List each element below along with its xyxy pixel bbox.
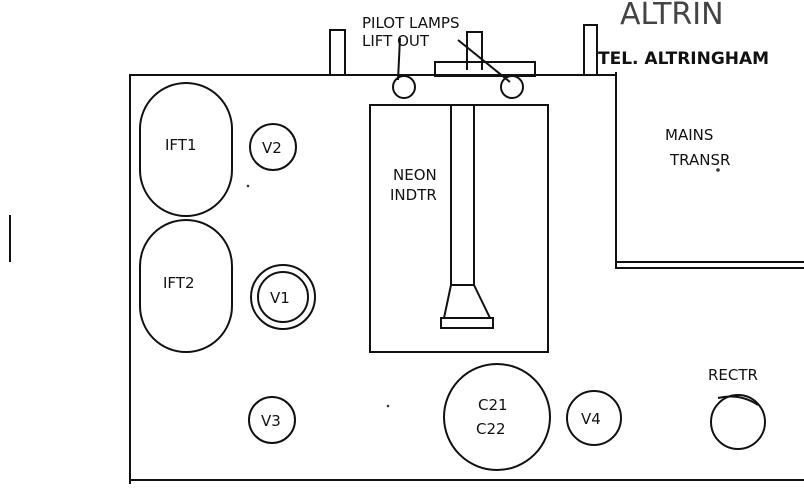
v4-label: V4 <box>581 410 601 428</box>
valve-v1-inner <box>257 271 309 323</box>
pilot-lamp-strip <box>434 61 536 77</box>
rectifier <box>710 394 766 450</box>
valve-v4 <box>566 390 622 446</box>
lift-out-label: LIFT OUT <box>362 32 430 50</box>
capacitor-c21-c22 <box>443 363 551 471</box>
valve-v1-outer <box>250 264 316 330</box>
ift2-label: IFT2 <box>163 274 195 292</box>
ift2-can <box>139 219 233 353</box>
mains-label: MAINS <box>665 126 713 144</box>
post-right <box>583 24 598 75</box>
speck-1 <box>386 404 390 408</box>
ind-label: INDTR <box>390 186 437 204</box>
post-center <box>466 31 483 70</box>
v1-label: V1 <box>270 289 290 307</box>
chassis-outline <box>129 74 615 484</box>
pilot-lamp-right <box>500 75 524 99</box>
partial-header-text: ALTRIN <box>620 0 724 32</box>
speck-3 <box>716 168 720 172</box>
valve-v3 <box>248 396 296 444</box>
neon-base <box>440 317 494 329</box>
pilot-arrow-left <box>397 37 401 81</box>
v2-label: V2 <box>262 139 282 157</box>
v3-label: V3 <box>261 412 281 430</box>
c22-label: C22 <box>476 420 506 438</box>
trans-label: TRANSR <box>669 151 730 169</box>
neon-base-flare <box>442 284 492 319</box>
neon-tube <box>450 104 475 286</box>
pilot-lamp-left <box>392 75 416 99</box>
ift1-label: IFT1 <box>165 136 197 154</box>
c21-label: C21 <box>478 396 508 414</box>
post-left <box>329 29 346 75</box>
neon-label: NEON <box>393 166 437 184</box>
pilot-arrow-right <box>457 39 511 83</box>
tel-label: TEL. ALTRINGHAM <box>598 49 769 69</box>
pilot-lamps-label: PILOT LAMPS <box>362 14 460 32</box>
rect-label: RECTR <box>708 366 758 384</box>
ift1-can <box>139 82 233 217</box>
speck-2 <box>246 184 250 188</box>
mains-transformer-outline <box>615 72 804 269</box>
valve-v2 <box>249 123 297 171</box>
rectifier-cap-mark <box>717 395 759 406</box>
neon-indicator-box <box>369 104 549 353</box>
